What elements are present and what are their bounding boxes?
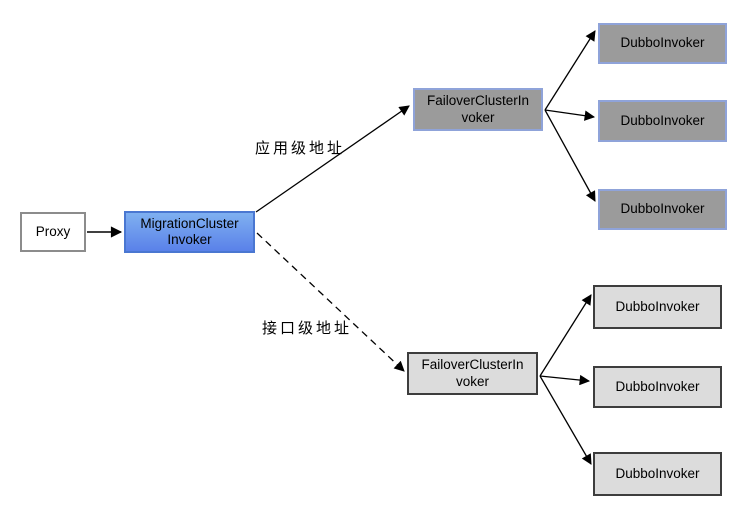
node-dubbo-invoker-app-1: DubboInvoker bbox=[598, 23, 727, 64]
edge-failover-interface-to-dubbo-3 bbox=[539, 375, 592, 465]
edge-failover-app-to-dubbo-1 bbox=[544, 30, 596, 111]
edge-failover-app-to-dubbo-2 bbox=[544, 109, 596, 121]
node-dubbo-invoker-app-2: DubboInvoker bbox=[598, 100, 727, 142]
edge-failover-interface-to-dubbo-2 bbox=[539, 374, 591, 386]
edge-label-interface-level-address: 接口级地址 bbox=[262, 320, 353, 337]
edge-failover-app-to-dubbo-3 bbox=[544, 109, 596, 202]
node-dubbo-invoker-interface-2: DubboInvoker bbox=[593, 366, 722, 408]
node-dubbo-invoker-app-3: DubboInvoker bbox=[598, 189, 727, 230]
edge-migration-to-failover-app bbox=[255, 105, 410, 213]
node-proxy: Proxy bbox=[20, 212, 86, 252]
edge-failover-interface-to-dubbo-1 bbox=[539, 294, 592, 377]
edge-label-app-level-address: 应用级地址 bbox=[255, 140, 346, 157]
node-migration-cluster-invoker: MigrationCluster Invoker bbox=[124, 211, 255, 253]
node-dubbo-invoker-interface-3: DubboInvoker bbox=[593, 452, 722, 496]
node-failover-cluster-invoker-interface: FailoverClusterIn voker bbox=[407, 352, 538, 395]
node-failover-cluster-invoker-app: FailoverClusterIn voker bbox=[413, 88, 543, 131]
edge-migration-to-failover-interface bbox=[256, 232, 405, 372]
node-dubbo-invoker-interface-1: DubboInvoker bbox=[593, 285, 722, 329]
